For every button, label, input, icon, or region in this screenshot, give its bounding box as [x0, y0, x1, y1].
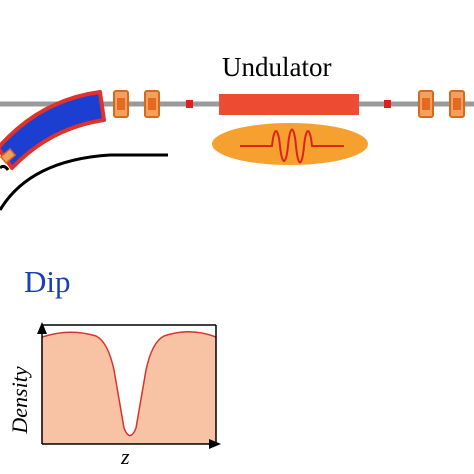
- density-profile-curve: [41, 331, 217, 437]
- quadrupole-magnet-group-1: [113, 90, 160, 118]
- corrector-magnet-icon: [384, 100, 391, 108]
- radiation-pulse-icon: [212, 123, 368, 165]
- x-axis-label: z: [121, 444, 130, 469]
- dipole-magnet-icon: [0, 90, 106, 170]
- x-axis-arrow-icon: [209, 439, 221, 449]
- undulator-magnet-icon: [219, 94, 359, 115]
- y-axis-arrow-icon: [37, 322, 47, 334]
- electron-trajectory-icon: [0, 153, 168, 211]
- corrector-magnet-icon: [186, 100, 193, 108]
- density-plot: [37, 322, 221, 449]
- dip-label: Dip: [24, 264, 71, 299]
- radiation-wave-icon: [240, 128, 344, 164]
- y-axis-label: Density: [7, 366, 32, 434]
- quadrupole-inner: [422, 98, 430, 110]
- quadrupole-inner: [148, 98, 156, 110]
- quadrupole-inner: [453, 98, 461, 110]
- quadrupole-inner: [117, 98, 125, 110]
- electron-trajectory-segment-icon: [0, 164, 10, 171]
- quadrupole-magnet-group-2: [418, 90, 465, 118]
- undulator-label: Undulator: [222, 52, 332, 82]
- density-profile-fill: [42, 331, 216, 444]
- dipole-end-cap: [0, 148, 17, 164]
